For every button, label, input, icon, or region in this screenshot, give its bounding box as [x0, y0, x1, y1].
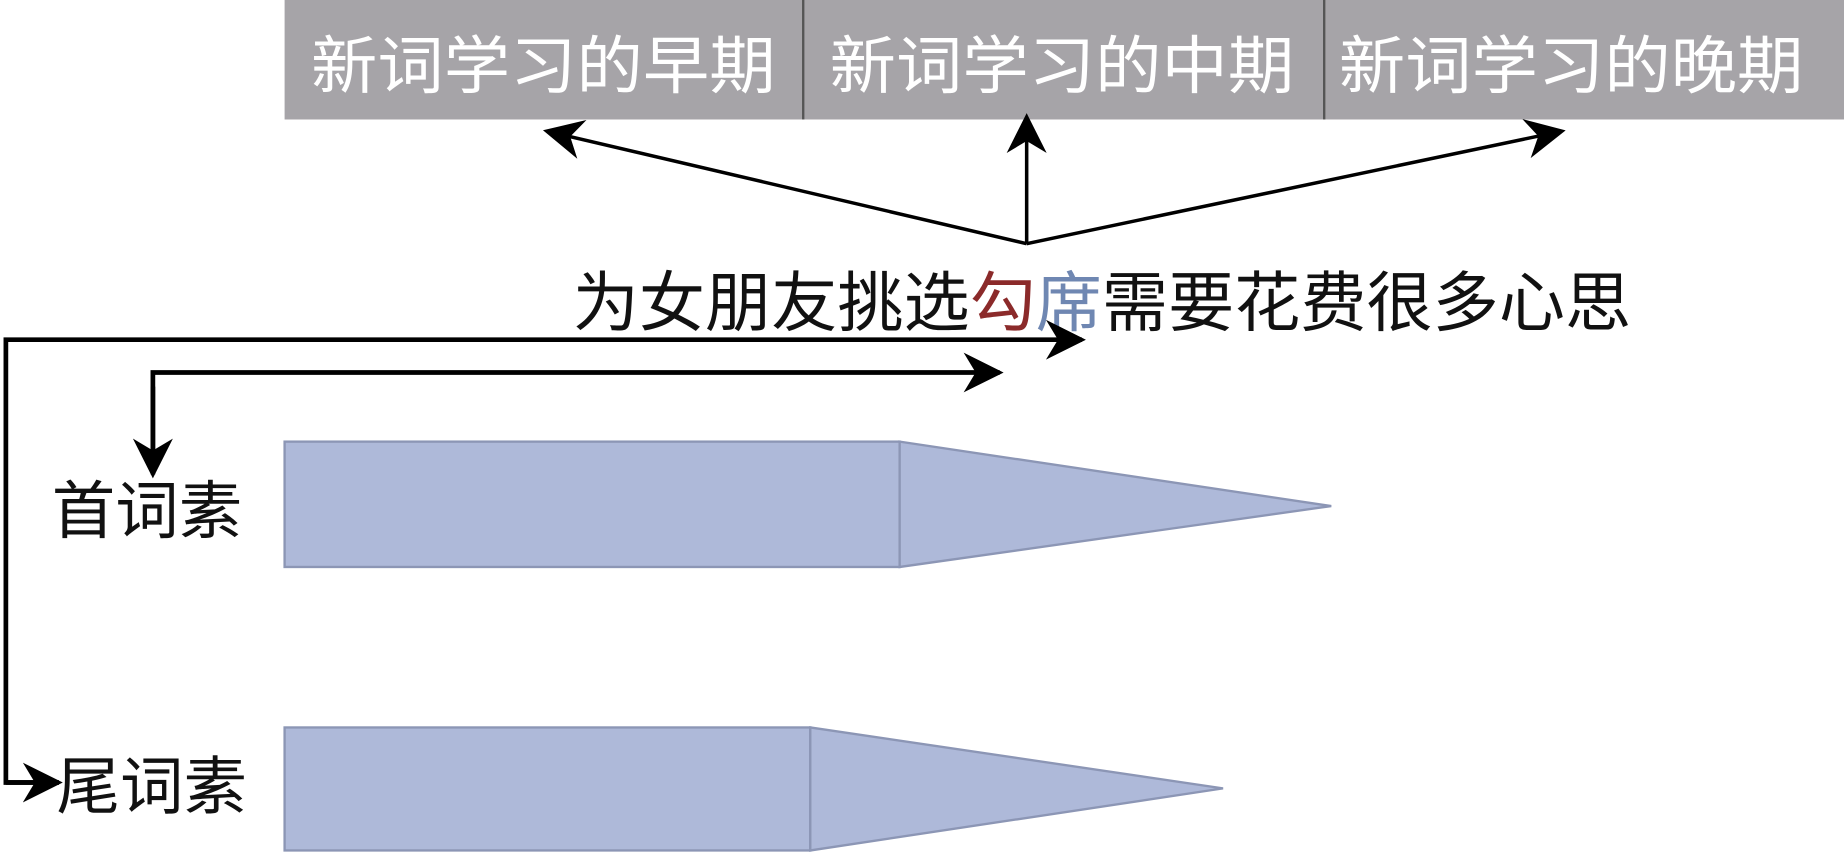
arrow-to-early [542, 120, 1028, 246]
stage-late: 新词学习的晚期 [1339, 29, 1804, 103]
stage-early: 新词学习的早期 [311, 29, 776, 103]
stage-arrows [542, 113, 1566, 246]
sentence-before: 为女朋友挑选 [573, 266, 970, 342]
first-morpheme-char: 勾 [970, 266, 1036, 342]
stage-bar-background [284, 0, 1844, 120]
first-morpheme-label: 首词素 [52, 474, 243, 548]
stage-middle: 新词学习的中期 [830, 29, 1295, 103]
first-morpheme-shape [283, 440, 1332, 569]
second-morpheme-char: 席 [1036, 266, 1102, 342]
last-morpheme-tip [809, 726, 1224, 852]
sentence-after: 需要花费很多心思 [1102, 266, 1631, 342]
first-morpheme-body [283, 440, 901, 569]
morpheme-connectors [3, 319, 1086, 803]
example-sentence: 为女朋友挑选勾席需要花费很多心思 [573, 266, 1631, 342]
arrow-to-late [1026, 119, 1566, 246]
stage-bar: 新词学习的早期 新词学习的中期 新词学习的晚期 [284, 0, 1844, 120]
last-morpheme-label: 尾词素 [56, 749, 247, 823]
first-morpheme-tip [898, 440, 1332, 569]
last-morpheme-shape [283, 726, 1224, 852]
last-morpheme-body [283, 726, 812, 852]
